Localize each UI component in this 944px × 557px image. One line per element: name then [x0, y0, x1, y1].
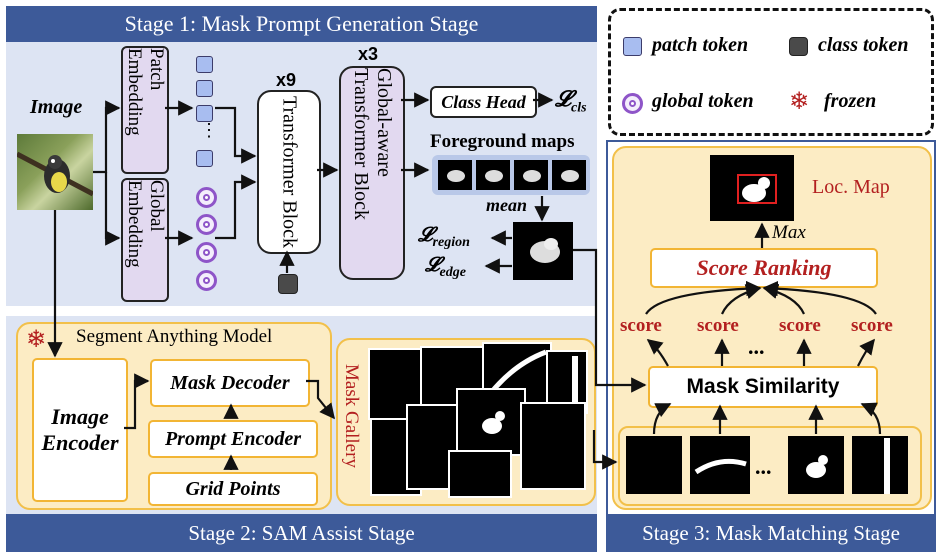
max-label: Max [772, 222, 806, 243]
stage3-title: Stage 3: Mask Matching Stage [606, 514, 936, 552]
loss-edge-symbol: 𝓛 [425, 254, 440, 276]
mean-label: mean [486, 195, 528, 215]
patch-embedding: Patch Embedding [121, 46, 169, 174]
sam-frozen-icon: ❄ [26, 325, 47, 353]
patch-token-icon [623, 37, 642, 56]
prompt-encoder: Prompt Encoder [148, 420, 318, 458]
mask-dots: ... [755, 454, 772, 479]
foreground-map [476, 160, 510, 190]
x9-label: x9 [276, 70, 297, 90]
image-encoder: Image Encoder [32, 358, 128, 502]
mask-similarity: Mask Similarity [648, 366, 878, 408]
patch-token [196, 56, 213, 73]
foreground-map [552, 160, 586, 190]
loc-map [710, 155, 794, 221]
candidate-mask [626, 436, 682, 494]
gallery-mask [456, 388, 526, 456]
mask-gallery-label: Mask Gallery [341, 364, 362, 468]
global-token [196, 214, 217, 235]
mean-foreground-map [513, 222, 573, 280]
score-label: score [620, 315, 662, 336]
legend [608, 8, 934, 136]
stage1-title: Stage 1: Mask Prompt Generation Stage [6, 6, 597, 42]
score-ranking: Score Ranking [650, 248, 878, 288]
sam-label: Segment Anything Model [76, 326, 273, 347]
patch-token [196, 105, 213, 122]
gallery-mask [448, 450, 512, 498]
global-token [196, 187, 217, 208]
loss-region-sub: region [432, 235, 470, 250]
legend-frozen: frozen [824, 90, 877, 112]
patch-token [196, 150, 213, 167]
global-token [196, 242, 217, 263]
foreground-maps-label: Foreground maps [430, 131, 575, 152]
transformer-block: Transformer Block [257, 90, 321, 254]
candidate-mask [852, 436, 908, 494]
legend-patch-token: patch token [652, 34, 749, 56]
image-label: Image [30, 96, 83, 118]
loss-region-symbol: 𝓛 [418, 224, 433, 246]
foreground-map [438, 160, 472, 190]
snowflake-icon: ❄ [789, 87, 810, 115]
gallery-mask [520, 402, 586, 490]
loss-cls: 𝓛cls [555, 86, 587, 116]
score-label: score [779, 315, 821, 336]
grid-points: Grid Points [148, 472, 318, 506]
score-label: score [697, 315, 739, 336]
score-dots: ... [748, 334, 765, 359]
candidate-mask [690, 436, 750, 494]
stage2-title: Stage 2: SAM Assist Stage [6, 514, 597, 552]
global-token-icon [622, 93, 643, 114]
patch-token [196, 80, 213, 97]
loc-map-label: Loc. Map [812, 176, 890, 198]
foreground-map [514, 160, 548, 190]
x3-label: x3 [358, 44, 379, 64]
legend-class-token: class token [818, 34, 909, 56]
mask-decoder: Mask Decoder [150, 359, 310, 407]
class-head: Class Head [430, 86, 537, 118]
token-ellipsis: ⋮ [200, 120, 218, 140]
image-encoder-label: Image Encoder [41, 404, 119, 455]
loss-edge: 𝓛edge [425, 254, 466, 281]
class-token [278, 274, 298, 294]
candidate-mask [788, 436, 844, 494]
global-embedding: Global Embedding [121, 178, 169, 302]
loss-edge-sub: edge [439, 265, 466, 280]
global-aware-transformer-block: Global-aware Transformer Block [339, 66, 405, 280]
loss-cls-symbol: 𝓛 [555, 86, 571, 111]
legend-global-token: global token [652, 90, 754, 112]
class-token-icon [789, 37, 808, 56]
global-token [196, 270, 217, 291]
input-bird-image [17, 134, 93, 210]
loss-region: 𝓛region [418, 224, 470, 251]
loss-cls-sub: cls [571, 100, 587, 116]
score-label: score [851, 315, 893, 336]
